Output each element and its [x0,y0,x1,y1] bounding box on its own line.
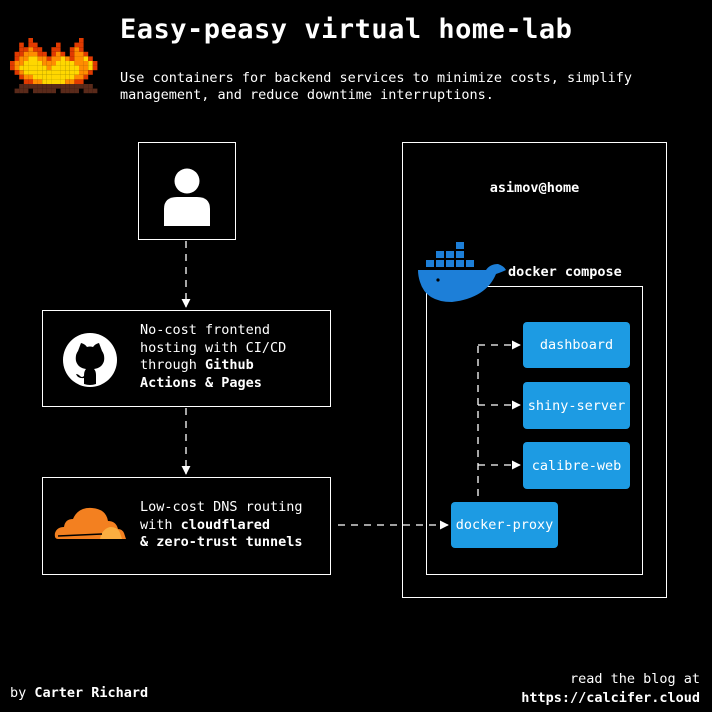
github-description: No-cost frontend hosting with CI/CD thro… [140,322,287,391]
service-shiny-server: shiny-server [523,382,630,429]
footer-author: by Carter Richard [10,685,149,701]
docker-compose-group [426,286,643,575]
page-title: Easy-peasy virtual home-lab [120,14,573,45]
footer-blog: read the blog at https://calcifer.cloud [521,671,700,706]
user-node [138,142,236,240]
cloudflare-icon [54,507,126,539]
home-server-node [402,142,667,598]
campfire-pixel-icon [10,38,98,94]
blog-link[interactable]: https://calcifer.cloud [521,690,700,706]
github-node [42,310,331,407]
service-docker-proxy: docker-proxy [451,502,558,548]
service-dashboard: dashboard [523,322,630,368]
docker-compose-label: docker compose [508,264,622,280]
cloudflare-description: Low-cost DNS routing with cloudflared & … [140,499,303,550]
cloudflare-node [42,477,331,575]
user-icon [164,168,210,226]
page-subtitle: Use containers for backend services to m… [120,70,633,103]
github-icon [63,333,117,387]
docker-whale-icon [418,242,506,302]
service-calibre-web: calibre-web [523,442,630,489]
home-server-label: asimov@home [489,180,580,196]
